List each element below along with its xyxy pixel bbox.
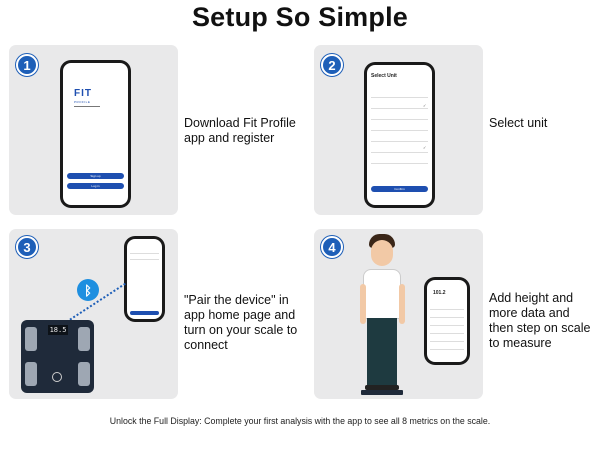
unit-row-divider	[371, 141, 428, 142]
step-1-caption: Download Fit Profile app and register	[184, 116, 296, 145]
select-unit-heading: Select Unit	[371, 73, 397, 79]
step-1-badge: 1	[16, 54, 38, 76]
phone-1-screen: FIT PROFILE Sign up Log in	[63, 63, 128, 205]
person-head	[371, 240, 393, 266]
check-icon: ✓	[423, 145, 427, 150]
scale-electrode	[25, 362, 37, 386]
smart-scale: 18.5	[21, 320, 94, 393]
phone-3	[124, 236, 165, 322]
person-arm	[360, 284, 366, 324]
scale-display: 18.5	[48, 325, 68, 335]
phone-4: 101.2	[424, 277, 470, 365]
step-2-panel: 2 Select Unit ✓ ✓ Confirm	[314, 45, 483, 215]
weight-reading: 101.2	[433, 290, 446, 296]
confirm-button[interactable]: Confirm	[371, 186, 428, 192]
step-3-badge: 3	[16, 236, 38, 258]
phone-4-screen: 101.2	[427, 280, 467, 362]
logo-tagline-line	[74, 106, 100, 107]
scale-electrode	[25, 327, 37, 351]
pair-button[interactable]	[130, 311, 159, 315]
unit-row-divider	[371, 119, 428, 120]
step-4-panel: 4 101.2	[314, 229, 483, 399]
step-2-caption: Select unit	[489, 116, 548, 130]
unit-row-divider	[371, 130, 428, 131]
phone-1: FIT PROFILE Sign up Log in	[60, 60, 131, 208]
unit-row-divider	[371, 163, 428, 164]
person-shoes	[365, 385, 399, 390]
phone-2-screen: Select Unit ✓ ✓ Confirm	[367, 65, 432, 205]
footer-note: Unlock the Full Display: Complete your f…	[109, 416, 491, 426]
person-shirt	[363, 269, 401, 319]
step-3-panel: 3 ᛒ 18.5	[9, 229, 178, 399]
person-pants	[367, 318, 397, 386]
brand-logo	[52, 372, 62, 382]
step-3-caption: "Pair the device" in app home page and t…	[184, 293, 298, 352]
unit-row-divider	[371, 97, 428, 98]
check-icon: ✓	[423, 103, 427, 108]
step-4-caption: Add height and more data and then step o…	[489, 291, 591, 350]
metrics-grid	[430, 302, 464, 357]
scale-electrode	[78, 362, 90, 386]
fit-logo-sub: PROFILE	[74, 100, 91, 104]
unit-row-divider	[371, 108, 428, 109]
device-row	[130, 259, 159, 260]
page-title: Setup So Simple	[191, 2, 409, 32]
sign-up-button[interactable]: Sign up	[67, 173, 124, 179]
bluetooth-icon: ᛒ	[77, 279, 99, 301]
scale-electrode	[78, 327, 90, 351]
fit-logo: FIT	[74, 88, 92, 99]
person-illustration	[358, 234, 408, 396]
log-in-button[interactable]: Log in	[67, 183, 124, 189]
unit-row-divider	[371, 152, 428, 153]
person-arm	[399, 284, 405, 324]
scale-under-feet	[361, 390, 403, 395]
phone-2: Select Unit ✓ ✓ Confirm	[364, 62, 435, 208]
step-2-badge: 2	[321, 54, 343, 76]
device-row	[130, 253, 159, 254]
step-4-badge: 4	[321, 236, 343, 258]
step-1-panel: 1 FIT PROFILE Sign up Log in	[9, 45, 178, 215]
phone-3-screen	[127, 239, 162, 319]
